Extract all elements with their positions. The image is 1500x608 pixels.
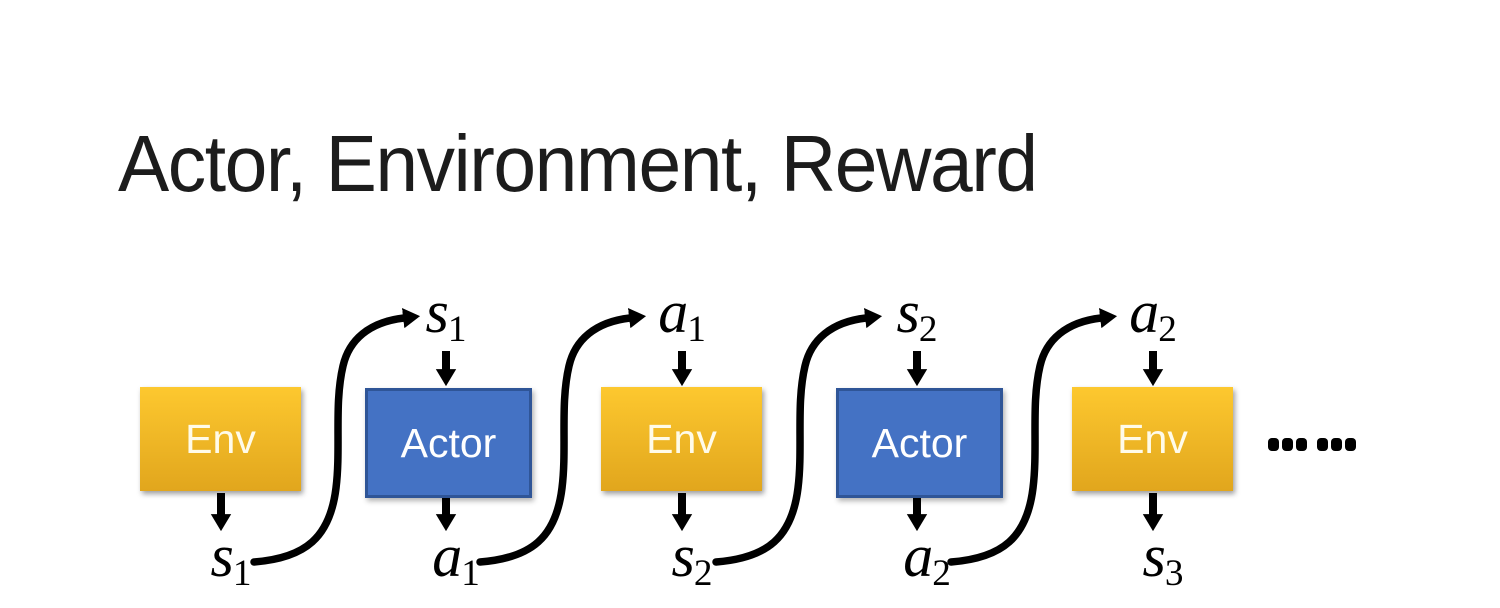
label-a1-bottom-base: a (432, 523, 463, 589)
curve-arrow-a2-to-env (947, 307, 1118, 566)
curve-arrow-a1-to-env (476, 307, 647, 566)
curve-arrow-s1-to-actor (250, 307, 421, 566)
actor-box-1-label: Actor (400, 419, 497, 466)
label-a1-top-sub: 1 (687, 308, 706, 350)
label-a2-top-sub: 2 (1158, 308, 1177, 350)
label-a1-top-base: a (658, 279, 689, 345)
env-box-1-label: Env (185, 415, 256, 462)
ellipsis-dot (1282, 438, 1293, 451)
ellipsis-dot (1331, 438, 1342, 451)
label-s1-bottom: s1 (186, 523, 276, 592)
label-a2-top-base: a (1129, 279, 1160, 345)
slide-title: Actor, Environment, Reward (118, 119, 1038, 208)
label-s2-top: s2 (872, 279, 962, 348)
actor-box-2: Actor (836, 388, 1003, 498)
env-box-2: Env (601, 387, 762, 491)
label-s1-bottom-base: s (210, 523, 234, 589)
label-s1-top-base: s (425, 279, 449, 345)
label-s1-top-sub: 1 (447, 308, 467, 350)
label-s1-bottom-sub: 1 (232, 552, 252, 594)
ellipsis-dot (1268, 438, 1279, 451)
label-s2-bottom-sub: 2 (693, 552, 713, 594)
actor-box-2-label: Actor (871, 419, 968, 466)
env-box-3: Env (1072, 387, 1233, 491)
label-s1-top: s1 (401, 279, 491, 348)
label-s2-bottom: s2 (647, 523, 737, 592)
curve-arrow-s2-to-actor (712, 307, 883, 566)
ellipsis-dot (1345, 438, 1356, 451)
label-s2-top-sub: 2 (918, 308, 938, 350)
label-a2-bottom-sub: 2 (932, 552, 951, 594)
label-a1-top: a1 (637, 279, 727, 348)
env-box-2-label: Env (646, 415, 717, 462)
env-box-1: Env (140, 387, 301, 491)
label-a2-bottom: a2 (882, 523, 972, 592)
label-s3-bottom-base: s (1142, 523, 1166, 589)
label-s2-bottom-base: s (671, 523, 695, 589)
label-a1-bottom: a1 (411, 523, 501, 592)
ellipsis-dot (1296, 438, 1307, 451)
ellipsis-dots (1268, 438, 1359, 451)
label-a1-bottom-sub: 1 (461, 552, 480, 594)
actor-box-1: Actor (365, 388, 532, 498)
label-s2-top-base: s (896, 279, 920, 345)
env-box-3-label: Env (1117, 415, 1188, 462)
label-s3-bottom-sub: 3 (1164, 552, 1184, 594)
ellipsis-dot (1317, 438, 1328, 451)
label-s3-bottom: s3 (1118, 523, 1208, 592)
label-a2-bottom-base: a (903, 523, 934, 589)
label-a2-top: a2 (1108, 279, 1198, 348)
